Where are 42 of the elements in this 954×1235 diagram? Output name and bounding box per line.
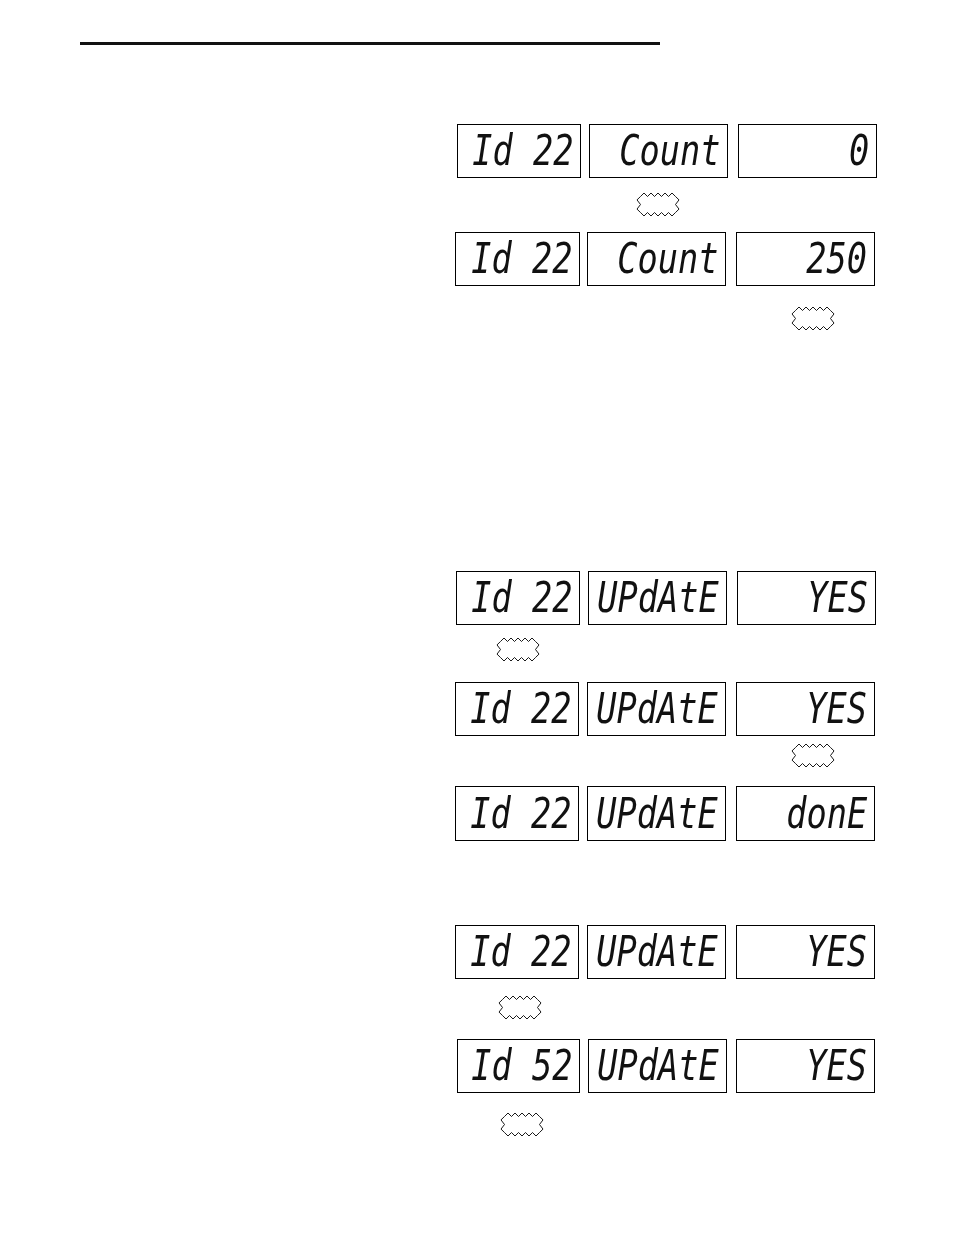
display-readout: UPdAtE	[596, 793, 718, 835]
lcd-display-panel	[587, 786, 726, 841]
display-readout: Id 22	[469, 793, 571, 835]
lcd-display-panel	[455, 786, 579, 841]
display-readout: Count	[618, 130, 720, 172]
display-readout: 250	[806, 238, 867, 280]
lcd-display-panel	[738, 124, 877, 178]
display-readout: YES	[806, 931, 867, 973]
display-readout: 0	[848, 130, 869, 172]
lcd-display-panel	[736, 925, 875, 979]
lcd-display-panel	[587, 232, 726, 286]
display-readout: UPdAtE	[596, 931, 718, 973]
display-readout: Id 22	[471, 130, 573, 172]
display-readout: YES	[806, 1045, 867, 1087]
display-readout: Id 52	[470, 1045, 572, 1087]
display-readout: UPdAtE	[597, 577, 719, 619]
display-readout: UPdAtE	[597, 1045, 719, 1087]
lcd-display-panel	[587, 682, 726, 736]
lcd-display-panel	[455, 682, 579, 736]
display-readout: Id 22	[470, 238, 572, 280]
lcd-display-panel	[587, 925, 726, 979]
lcd-display-panel	[588, 1039, 727, 1093]
lcd-display-panel	[588, 571, 727, 625]
display-readout: YES	[807, 577, 868, 619]
display-readout: Id 22	[470, 577, 572, 619]
display-readout: Id 22	[469, 688, 571, 730]
lcd-display-panel	[736, 786, 875, 841]
lcd-display-panel	[736, 682, 875, 736]
lcd-display-panel	[457, 1039, 580, 1093]
lcd-display-panel	[736, 1039, 875, 1093]
lcd-display-panel	[455, 925, 579, 979]
display-readout: Count	[616, 238, 718, 280]
display-readout: Id 22	[469, 931, 571, 973]
lcd-display-panel	[736, 232, 875, 286]
lcd-display-panel	[737, 571, 876, 625]
display-readout: donE	[786, 793, 867, 835]
lcd-display-panel	[455, 232, 580, 286]
lcd-display-panel	[589, 124, 728, 178]
display-readout: UPdAtE	[596, 688, 718, 730]
display-readout: YES	[806, 688, 867, 730]
lcd-display-panel	[457, 124, 581, 178]
lcd-display-panel	[456, 571, 580, 625]
